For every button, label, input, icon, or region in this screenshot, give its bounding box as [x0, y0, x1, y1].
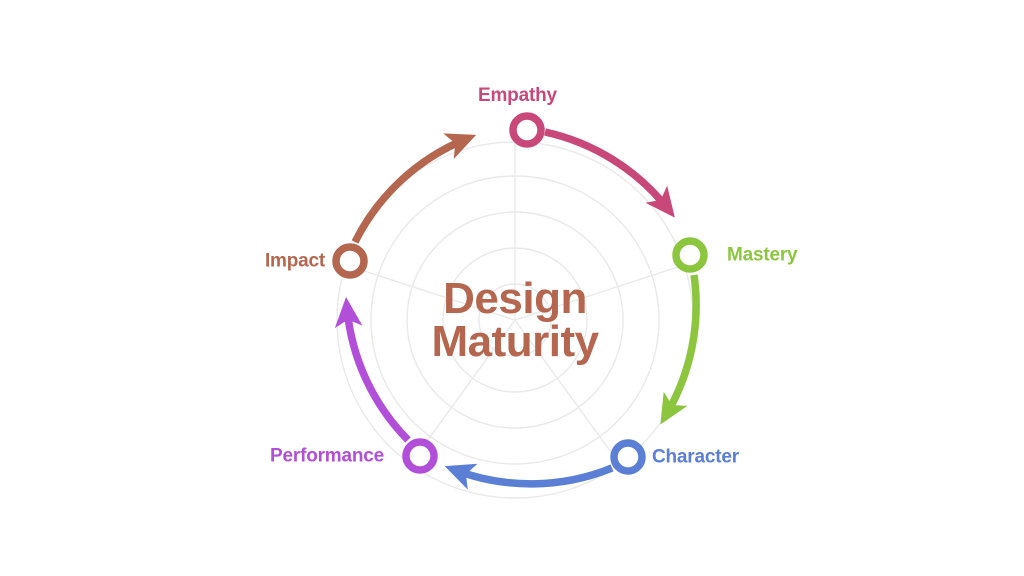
cycle-nodes: [332, 112, 708, 475]
node-label-character: Character: [652, 446, 739, 468]
arrow-performance-to-impact: [334, 297, 411, 443]
arrow-impact-to-empathy: [351, 133, 477, 244]
arrow-character-to-performance: [444, 463, 614, 490]
node-label-empathy: Empathy: [478, 85, 557, 106]
node-label-performance: Performance: [270, 445, 384, 467]
node-impact[interactable]: [332, 243, 368, 279]
grid-spoke-character: [514, 319, 621, 465]
center-title-line1: Design: [443, 273, 587, 323]
grid-spoke-impact: [345, 264, 516, 321]
node-label-mastery: Mastery: [727, 244, 798, 266]
center-title: Design Maturity: [431, 273, 599, 366]
center-title-line2: Maturity: [431, 317, 599, 366]
grid-spoke-performance: [409, 319, 516, 465]
node-label-impact: Impact: [264, 250, 325, 272]
node-performance[interactable]: [402, 438, 438, 474]
node-empathy[interactable]: [509, 112, 545, 148]
arrow-empathy-to-mastery: [544, 128, 675, 218]
node-character[interactable]: [610, 439, 646, 475]
cycle-arrows: [334, 128, 700, 490]
arrow-mastery-to-character: [660, 274, 700, 425]
grid-spoke-mastery: [514, 264, 685, 321]
node-mastery[interactable]: [672, 237, 708, 273]
